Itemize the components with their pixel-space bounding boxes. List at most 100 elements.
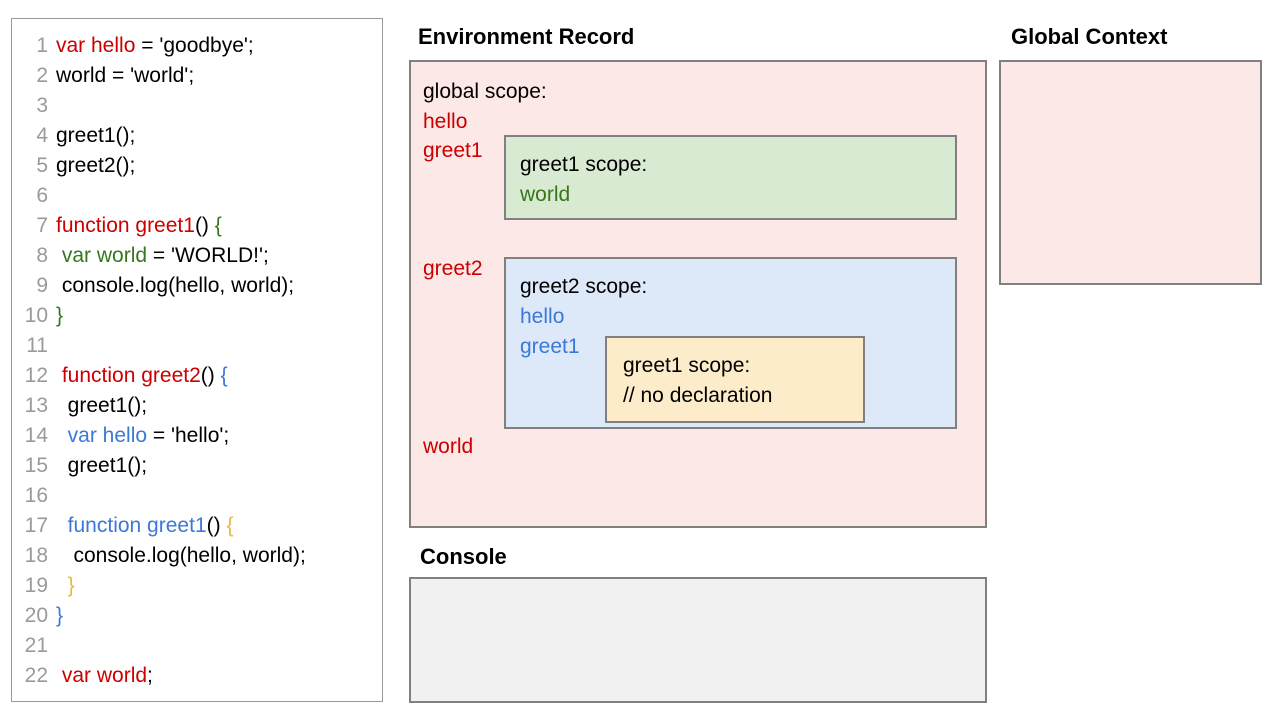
- code-line: 4 greet1();: [12, 121, 382, 151]
- code-token: world = 'world';: [56, 64, 195, 87]
- code-line-number: 16: [24, 484, 48, 507]
- global-binding-greet1: greet1: [423, 139, 483, 162]
- code-line-number: 14: [24, 424, 48, 447]
- environment-record-panel: global scope: hello greet1 greet2 world …: [409, 60, 987, 528]
- code-line-number: 4: [36, 124, 48, 147]
- code-line-number: 10: [24, 304, 48, 327]
- code-line-text: function greet2() {: [56, 361, 382, 391]
- code-line-text: greet1();: [56, 391, 382, 421]
- code-line-text: world = 'world';: [56, 61, 382, 91]
- code-token: (): [206, 514, 227, 537]
- code-token: greet1();: [56, 124, 136, 147]
- environment-record-title: Environment Record: [418, 24, 635, 49]
- code-line-text: }: [56, 301, 382, 331]
- code-line: 8 var world = 'WORLD!';: [12, 241, 382, 271]
- global-context-title: Global Context: [1011, 24, 1168, 49]
- code-line-text: var hello = 'hello';: [56, 421, 382, 451]
- code-line-text: greet2();: [56, 151, 382, 181]
- code-line: 14 var hello = 'hello';: [12, 421, 382, 451]
- code-token: [56, 574, 68, 597]
- code-token: [56, 424, 68, 447]
- code-line: 11: [12, 331, 382, 361]
- greet1-inner-scope-note: // no declaration: [623, 384, 773, 407]
- code-line: 13 greet1();: [12, 391, 382, 421]
- code-line-text: console.log(hello, world);: [56, 271, 382, 301]
- code-line: 3: [12, 91, 382, 121]
- code-token: (): [194, 214, 215, 237]
- code-line-number: 3: [36, 94, 48, 117]
- code-line-text: greet1();: [56, 451, 382, 481]
- code-line-number: 11: [26, 334, 48, 357]
- code-line: 22 var world;: [12, 661, 382, 691]
- code-line-number: 18: [24, 544, 48, 567]
- code-token: console.log(hello, world);: [56, 544, 306, 567]
- greet2-binding-greet1: greet1: [520, 335, 580, 358]
- code-token: function greet2: [61, 364, 201, 387]
- console-title: Console: [420, 544, 507, 569]
- code-line: 17 function greet1() {: [12, 511, 382, 541]
- code-line: 9 console.log(hello, world);: [12, 271, 382, 301]
- code-line-number: 2: [36, 64, 48, 87]
- code-token: greet2();: [56, 154, 136, 177]
- console-panel: [409, 577, 987, 703]
- code-line-number: 9: [36, 274, 48, 297]
- code-token: greet1();: [56, 394, 148, 417]
- code-token: var world: [61, 664, 148, 687]
- code-line-number: 13: [24, 394, 48, 417]
- greet1-inner-scope-heading: greet1 scope:: [623, 354, 751, 377]
- code-token: var hello: [56, 34, 136, 57]
- code-token: }: [56, 304, 64, 327]
- code-line-number: 5: [36, 154, 48, 177]
- code-token: = 'goodbye';: [135, 34, 254, 57]
- code-line-number: 6: [36, 184, 48, 207]
- code-line-text: }: [56, 571, 382, 601]
- code-token: function greet1: [67, 514, 207, 537]
- code-token: var hello: [67, 424, 148, 447]
- code-token: = 'WORLD!';: [147, 244, 269, 267]
- code-line-text: function greet1() {: [56, 511, 382, 541]
- code-line: 19 }: [12, 571, 382, 601]
- code-line: 20}: [12, 601, 382, 631]
- code-line-number: 20: [24, 604, 48, 627]
- greet2-binding-hello: hello: [520, 305, 565, 328]
- code-line-text: function greet1() {: [56, 211, 382, 241]
- code-token: (): [200, 364, 221, 387]
- code-token: {: [226, 514, 234, 537]
- code-line: 18 console.log(hello, world);: [12, 541, 382, 571]
- code-line: 16: [12, 481, 382, 511]
- code-token: }: [67, 574, 75, 597]
- greet1-inner-scope-box: greet1 scope: // no declaration: [605, 336, 865, 423]
- global-scope-heading: global scope:: [423, 80, 547, 103]
- code-token: {: [220, 364, 228, 387]
- code-token: function greet1: [56, 214, 195, 237]
- code-token: }: [56, 604, 64, 627]
- code-line-number: 8: [36, 244, 48, 267]
- code-line-text: var world;: [56, 661, 382, 691]
- code-line-number: 15: [24, 454, 48, 477]
- global-binding-world: world: [423, 435, 474, 458]
- code-token: = 'hello';: [147, 424, 230, 447]
- code-token: {: [214, 214, 222, 237]
- code-token: ;: [147, 664, 153, 687]
- code-line-text: greet1();: [56, 121, 382, 151]
- greet1-global-binding-world: world: [520, 183, 571, 206]
- code-token: console.log(hello, world);: [56, 274, 295, 297]
- code-line: 15 greet1();: [12, 451, 382, 481]
- code-line: 5 greet2();: [12, 151, 382, 181]
- code-line-text: console.log(hello, world);: [56, 541, 382, 571]
- code-line-text: var world = 'WORLD!';: [56, 241, 382, 271]
- code-line: 6: [12, 181, 382, 211]
- code-line-number: 19: [24, 574, 48, 597]
- global-binding-greet2: greet2: [423, 257, 483, 280]
- code-line: 21: [12, 631, 382, 661]
- code-token: greet1();: [56, 454, 148, 477]
- code-token: [56, 514, 68, 537]
- global-binding-hello: hello: [423, 110, 468, 133]
- greet1-global-scope-heading: greet1 scope:: [520, 153, 648, 176]
- greet2-scope-box: greet2 scope: hello greet1 greet1 scope:…: [504, 257, 957, 429]
- code-token: var world: [61, 244, 148, 267]
- code-line: 12 function greet2() {: [12, 361, 382, 391]
